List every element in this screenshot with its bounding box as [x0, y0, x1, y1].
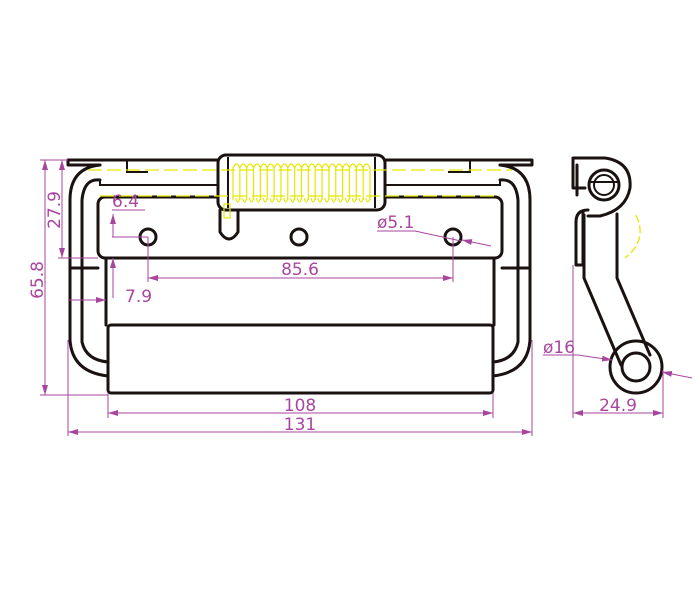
- dim-85-6: 85.6: [281, 260, 319, 280]
- right-tube: [491, 163, 532, 378]
- hinge-pin-inner: [593, 174, 615, 196]
- left-tube: [68, 163, 110, 378]
- side-arm: [582, 212, 652, 367]
- side-bracket: [571, 156, 632, 218]
- dim-6-4: 6.4: [112, 192, 139, 212]
- dimensions: 27.9 65.8 6.4 7.9 85.6 ø5.1 108 131 ø16 …: [28, 159, 693, 436]
- grip-section: [608, 339, 664, 395]
- side-view: [571, 156, 664, 395]
- dim-7-9: 7.9: [125, 287, 152, 307]
- dim-65-8: 65.8: [28, 261, 48, 299]
- dim-hole-leader: [377, 230, 462, 242]
- spring-end: [223, 203, 231, 219]
- dim-108: 108: [284, 396, 316, 416]
- mounting-hole: [289, 227, 309, 247]
- dim-grip-diameter: ø16: [543, 338, 575, 358]
- dim-27-9: 27.9: [45, 191, 65, 229]
- dim-hole-arrow: [461, 239, 492, 247]
- spring: [232, 163, 371, 203]
- dim-grip-leader: [543, 354, 613, 362]
- dim-grip-arrow: [661, 371, 693, 379]
- grip-section-inner: [620, 351, 652, 383]
- front-view: [66, 153, 534, 395]
- dim-24-9: 24.9: [599, 396, 637, 416]
- dim-hole-diameter: ø5.1: [377, 213, 414, 233]
- top-flange: [66, 158, 534, 167]
- slot-tab: [218, 208, 240, 241]
- rotation-arc: [624, 214, 641, 259]
- dim-131: 131: [284, 415, 316, 435]
- side-plate: [574, 208, 590, 267]
- hinge-pin: [587, 168, 621, 202]
- handle-grip: [106, 323, 495, 395]
